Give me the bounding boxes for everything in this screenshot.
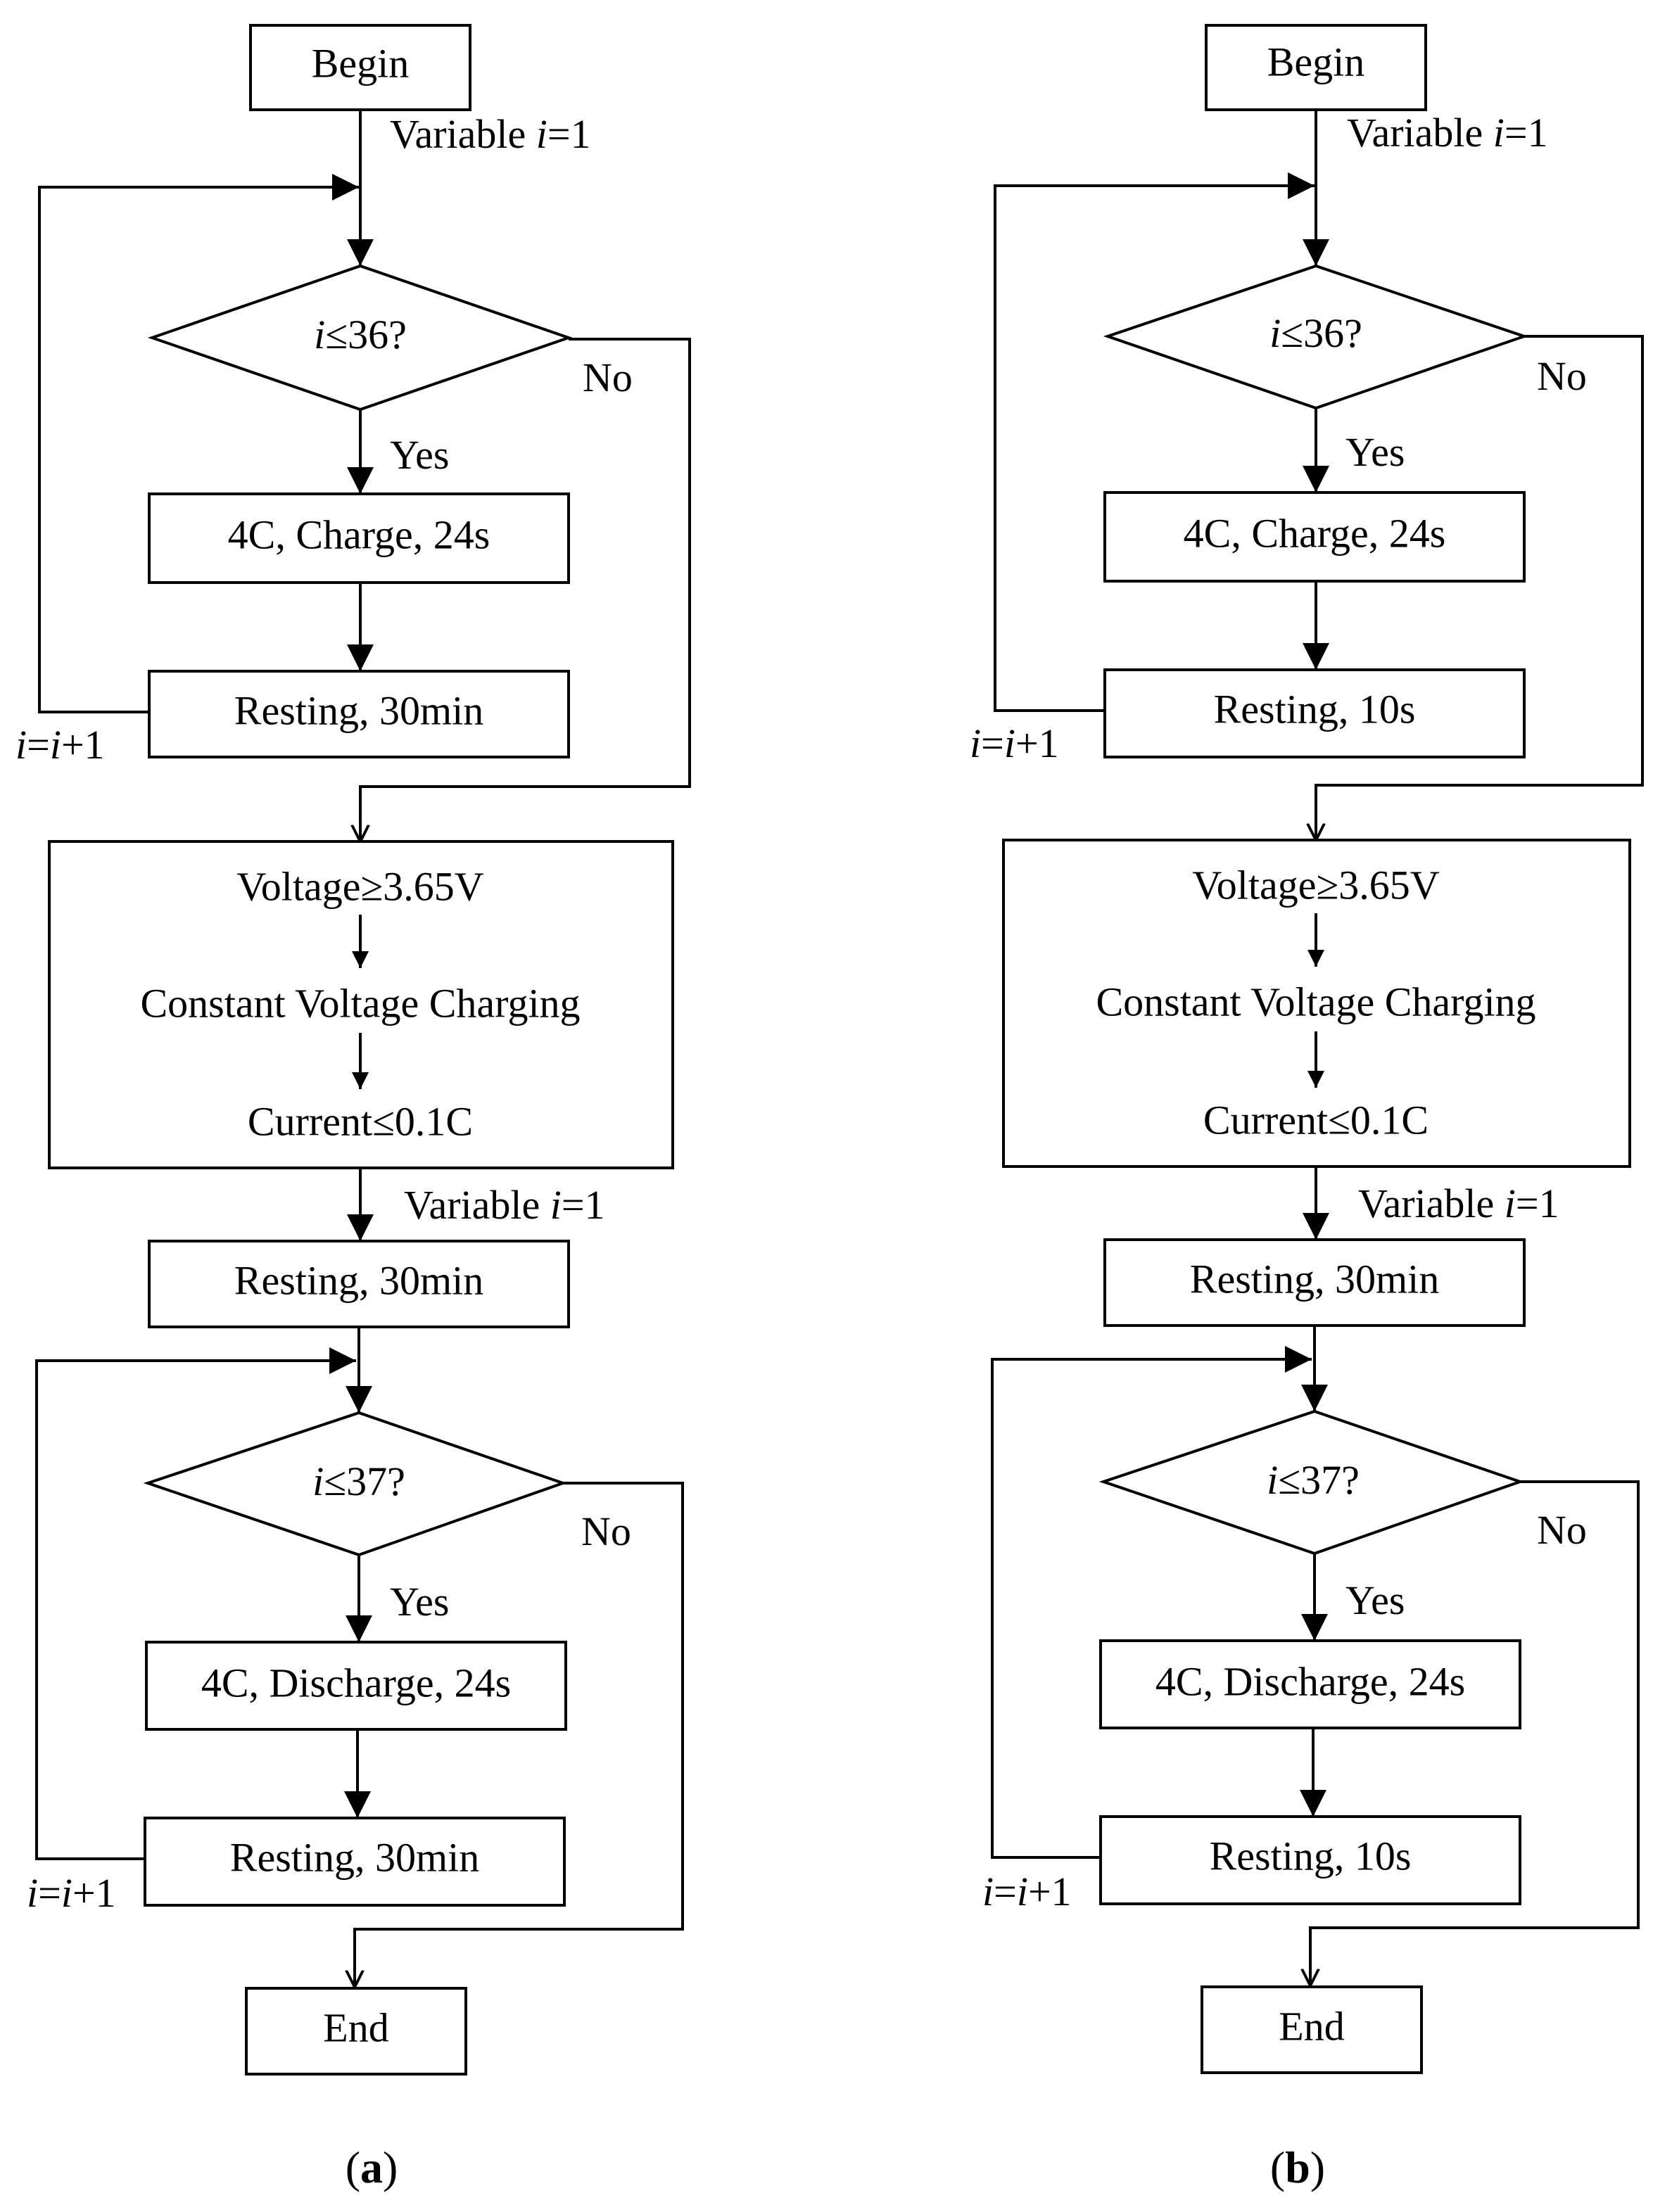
process-label: 4C, Discharge, 24s <box>1155 1658 1465 1704</box>
yes-label: Yes <box>1345 1577 1405 1623</box>
init-label: Variable i=1 <box>404 1182 605 1228</box>
no-label: No <box>581 1508 631 1554</box>
process-label: Resting, 10s <box>1214 686 1416 732</box>
cv-process-box <box>1002 839 1631 1168</box>
end-box <box>245 1987 467 2076</box>
process-box <box>1099 1639 1521 1729</box>
process-box <box>144 1817 566 1907</box>
decision-label: i≤36? <box>1269 310 1362 356</box>
yes-label: Yes <box>1345 429 1405 475</box>
loop-back-arrow <box>35 1347 356 1860</box>
decision-label: i≤36? <box>314 312 407 357</box>
process-label: 4C, Discharge, 24s <box>201 1660 511 1705</box>
no-label: No <box>1537 1507 1587 1553</box>
no-branch-arrow <box>360 338 691 840</box>
increment-label: i=i+1 <box>970 720 1059 766</box>
begin-box <box>249 24 471 111</box>
init-label: Variable i=1 <box>390 111 591 157</box>
no-branch-arrow <box>355 1482 684 1985</box>
init-label: Variable i=1 <box>1358 1181 1559 1226</box>
loop-back-arrow <box>994 172 1315 712</box>
begin-box <box>1205 24 1427 111</box>
process-label: Resting, 10s <box>1210 1833 1412 1879</box>
no-label: No <box>583 355 633 400</box>
cv-line-voltage: Voltage≥3.65V <box>236 863 483 909</box>
decision-label: i≤37? <box>1267 1457 1360 1503</box>
decision-label: i≤37? <box>312 1458 405 1504</box>
yes-label: Yes <box>390 1579 449 1625</box>
init-label: Variable i=1 <box>1347 110 1548 155</box>
process-label: 4C, Charge, 24s <box>1184 510 1446 556</box>
end-label: End <box>323 2004 388 2050</box>
no-branch-arrow <box>1316 335 1644 839</box>
cv-line-charging: Constant Voltage Charging <box>140 980 580 1026</box>
increment-label: i=i+1 <box>982 1869 1072 1914</box>
loop-back-arrow <box>991 1346 1312 1859</box>
no-label: No <box>1537 353 1587 399</box>
increment-label: i=i+1 <box>27 1870 116 1916</box>
cv-line-current: Current≤0.1C <box>1203 1097 1429 1143</box>
panel-a: Begin Variable i=1 i≤36? Yes 4C, Charge,… <box>15 24 691 2192</box>
process-box <box>1099 1815 1521 1905</box>
yes-label: Yes <box>390 432 449 478</box>
loop-back-arrow <box>38 174 359 713</box>
process-box <box>148 670 570 758</box>
begin-label: Begin <box>312 40 410 86</box>
process-box <box>148 492 570 584</box>
increment-label: i=i+1 <box>15 722 105 768</box>
process-box <box>145 1641 567 1731</box>
cv-line-charging: Constant Voltage Charging <box>1096 979 1535 1024</box>
no-branch-arrow <box>1310 1480 1640 1984</box>
panel-b: Begin Variable i=1 i≤36? Yes 4C, Charge,… <box>970 24 1644 2192</box>
process-label: 4C, Charge, 24s <box>228 511 490 557</box>
process-label: Resting, 30min <box>1190 1256 1439 1302</box>
process-box <box>1103 1238 1526 1327</box>
cv-line-voltage: Voltage≥3.65V <box>1192 862 1439 908</box>
end-label: End <box>1279 2003 1344 2049</box>
process-box <box>1103 668 1526 758</box>
process-box <box>1103 491 1526 583</box>
end-box <box>1201 1985 1423 2074</box>
process-label: Resting, 30min <box>234 687 483 733</box>
cv-line-current: Current≤0.1C <box>248 1098 473 1144</box>
panel-caption: (a) <box>346 2142 398 2192</box>
begin-label: Begin <box>1267 39 1365 84</box>
process-label: Resting, 30min <box>234 1257 483 1303</box>
panel-caption: (b) <box>1270 2142 1325 2192</box>
process-label: Resting, 30min <box>230 1834 479 1880</box>
